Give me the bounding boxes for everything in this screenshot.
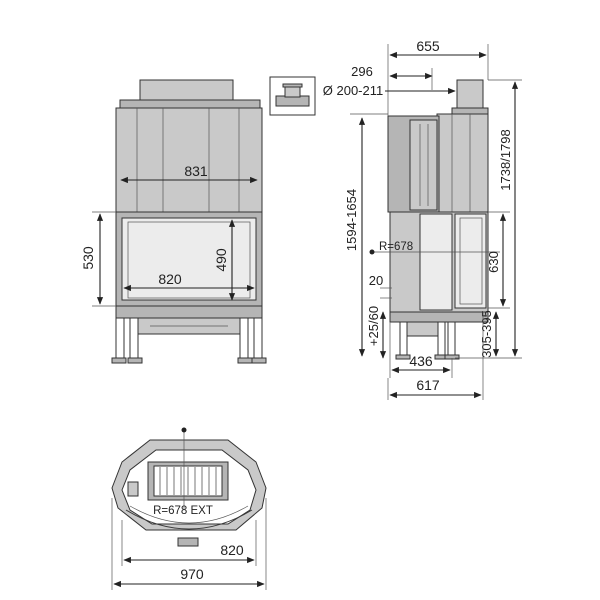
- dim-label-plan-radius: R=678 EXT: [153, 505, 213, 517]
- dim-label-plan-inner-width: 820: [220, 542, 244, 558]
- dim-label-flue-diameter: Ø 200-211: [323, 83, 383, 98]
- dim-label-side-leg-height: 305-395: [479, 310, 494, 358]
- dim-label-opening-height: 490: [213, 248, 229, 272]
- front-base: [115, 305, 263, 319]
- side-glass: [454, 213, 487, 309]
- side-back-body: [436, 113, 489, 215]
- dim-label-side-depth-outer: 617: [416, 377, 440, 393]
- dim-label-side-depth-inner: 436: [409, 353, 433, 369]
- front-top-collar: [139, 79, 234, 101]
- dim-label-side-depth-top: 655: [416, 38, 440, 54]
- dim-label-side-total-height: 1738/1798: [498, 129, 513, 190]
- front-view: 831 820 490 530: [80, 79, 267, 364]
- plan-view: R=678 EXT 820 970: [111, 427, 267, 590]
- dim-label-side-radius: R=678: [379, 241, 413, 253]
- flue-collar-icon: [269, 76, 316, 116]
- dim-label-front-width: 831: [184, 163, 208, 179]
- dim-label-side-base-adjust: +25/60: [366, 306, 381, 346]
- dim-label-plan-outer-width: 970: [180, 566, 204, 582]
- dim-label-side-height-range: 1594-1654: [344, 189, 359, 251]
- plan-door-handle: [177, 537, 199, 547]
- dim-label-side-gap: 20: [369, 273, 383, 288]
- side-view: 655 296 Ø 200-211 1594-1654 1738/1798 R=…: [323, 38, 522, 400]
- side-flue: [456, 79, 484, 111]
- dim-label-opening-width: 820: [158, 271, 182, 287]
- dim-label-front-opening-left: 530: [80, 246, 96, 270]
- front-hood: [115, 107, 263, 213]
- dim-label-flue-offset: 296: [351, 64, 373, 79]
- dim-label-side-glass-height: 630: [486, 251, 501, 273]
